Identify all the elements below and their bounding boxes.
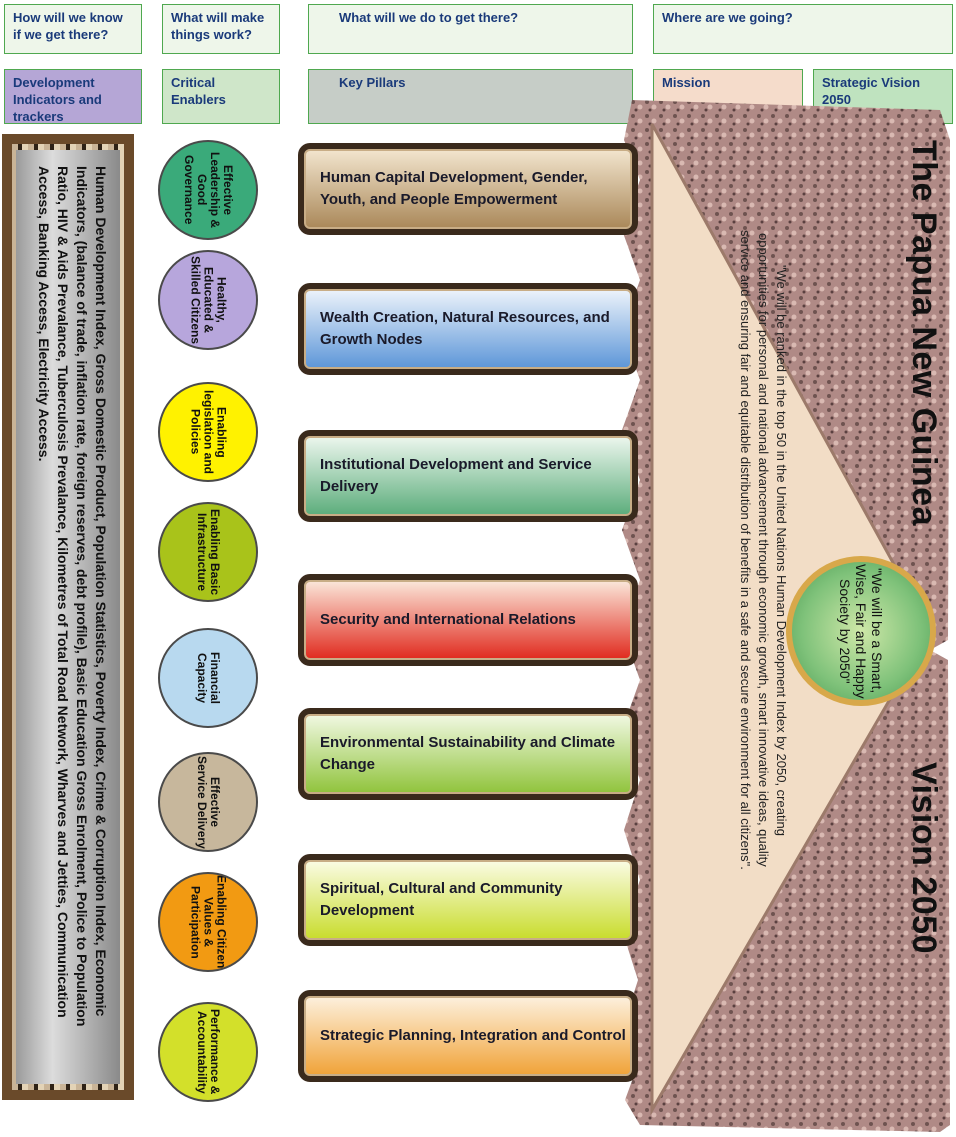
vision-statement: "We will be a Smart, Wise, Fair and Happ… xyxy=(837,563,885,699)
header-text: Mission xyxy=(662,75,711,90)
enabler-label: Healthy, Educated & Skilled Citizens xyxy=(188,255,229,345)
question-text: How will we know if we get there? xyxy=(13,10,123,42)
enabler-citizen-values: Enabling Citizen Values & Participation xyxy=(158,872,258,972)
pillar-spiritual-cultural: Spiritual, Cultural and Community Develo… xyxy=(298,854,638,946)
pillar-environment: Environmental Sustainability and Climate… xyxy=(298,708,638,800)
title-papua-new-guinea: The Papua New Guinea xyxy=(905,140,943,526)
enabler-label: Effective Service Delivery xyxy=(195,755,222,849)
question-what-will-we-do: What will we do to get there? xyxy=(308,4,633,54)
pillar-label: Human Capital Development, Gender, Youth… xyxy=(320,169,588,208)
enabler-label: Performance & Accountability xyxy=(195,1009,222,1095)
enabler-label: Enabling legislation and Policies xyxy=(188,389,229,474)
indicators-inner: Human Development Index, Gross Domestic … xyxy=(16,150,120,1084)
enabler-infrastructure: Enabling Basic Infrastructure xyxy=(158,502,258,602)
header-pillars: Key Pillars xyxy=(308,69,633,124)
header-text: Development Indicators and trackers xyxy=(13,75,102,124)
enabler-label: Enabling Basic Infrastructure xyxy=(195,508,222,596)
question-text: What will we do to get there? xyxy=(339,10,519,25)
pillar-label: Environmental Sustainability and Climate… xyxy=(320,734,616,773)
header-text: Critical Enablers xyxy=(171,75,226,107)
enabler-label: Effective Leadership & Good Governance xyxy=(182,151,235,229)
pillar-human-capital: Human Capital Development, Gender, Youth… xyxy=(298,143,638,235)
question-text: What will make things work? xyxy=(171,10,265,42)
enabler-label: Financial Capacity xyxy=(195,651,222,704)
enabler-legislation: Enabling legislation and Policies xyxy=(158,382,258,482)
enabler-label: Enabling Citizen Values & Participation xyxy=(188,875,229,969)
pillar-label: Spiritual, Cultural and Community Develo… xyxy=(320,880,563,919)
header-text: Key Pillars xyxy=(339,75,406,90)
enabler-healthy-citizens: Healthy, Educated & Skilled Citizens xyxy=(158,250,258,350)
enabler-performance: Performance & Accountability xyxy=(158,1002,258,1102)
pillar-institutional-development: Institutional Development and Service De… xyxy=(298,430,638,522)
pillar-label: Strategic Planning, Integration and Cont… xyxy=(320,1027,626,1044)
indicators-panel: Human Development Index, Gross Domestic … xyxy=(2,134,134,1100)
question-how-will-we-know: How will we know if we get there? xyxy=(4,4,142,54)
enabler-financial-capacity: Financial Capacity xyxy=(158,628,258,728)
mission-statement: "We will be ranked in the top 50 in the … xyxy=(738,230,789,870)
question-where-are-we-going: Where are we going? xyxy=(653,4,953,54)
indicators-text: Human Development Index, Gross Domestic … xyxy=(36,166,109,1027)
enabler-leadership: Effective Leadership & Good Governance xyxy=(158,140,258,240)
vision-circle: "We will be a Smart, Wise, Fair and Happ… xyxy=(786,556,936,706)
title-vision-2050: Vision 2050 xyxy=(905,762,943,954)
pillar-strategic-planning: Strategic Planning, Integration and Cont… xyxy=(298,990,638,1082)
question-text: Where are we going? xyxy=(662,10,793,25)
header-enablers: Critical Enablers xyxy=(162,69,280,124)
enabler-service-delivery: Effective Service Delivery xyxy=(158,752,258,852)
pillar-label: Wealth Creation, Natural Resources, and … xyxy=(320,309,610,348)
pillar-label: Security and International Relations xyxy=(320,611,576,628)
pillar-label: Institutional Development and Service De… xyxy=(320,456,592,495)
pillar-security: Security and International Relations xyxy=(298,574,638,666)
header-text: Strategic Vision 2050 xyxy=(822,75,921,107)
pillar-wealth-creation: Wealth Creation, Natural Resources, and … xyxy=(298,283,638,375)
header-indicators: Development Indicators and trackers xyxy=(4,69,142,124)
question-what-will-make-things-work: What will make things work? xyxy=(162,4,280,54)
